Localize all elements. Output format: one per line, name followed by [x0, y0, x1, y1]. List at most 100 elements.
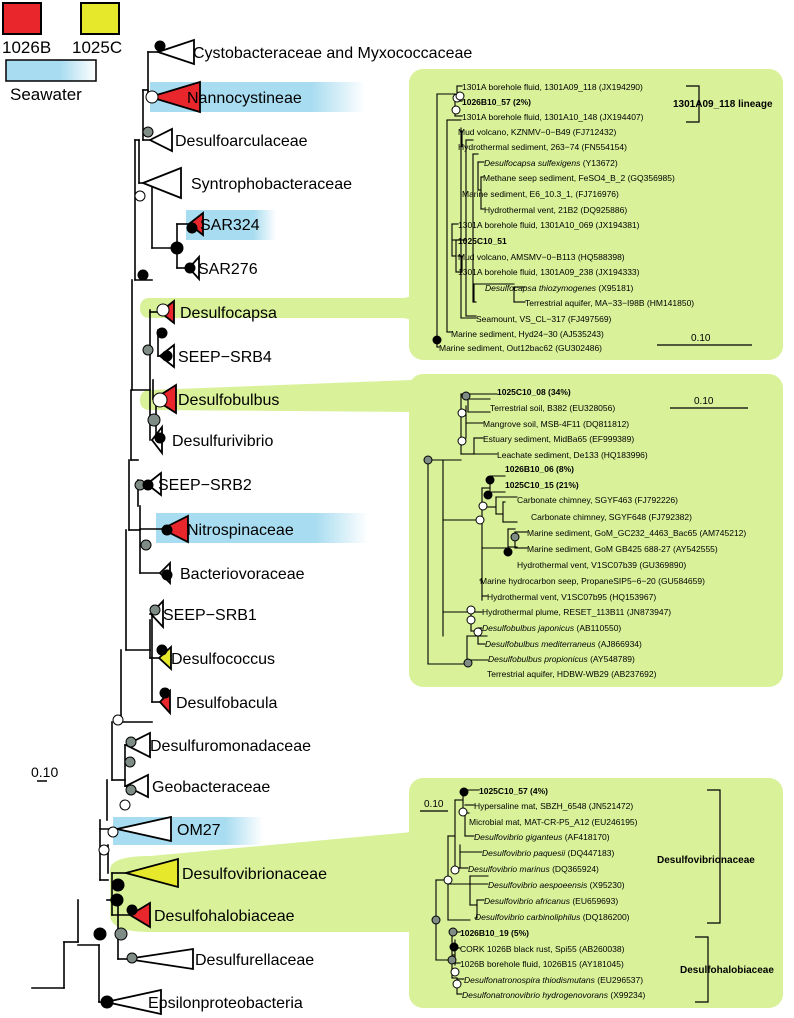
bootstrap-node: [142, 479, 154, 491]
bootstrap-node: [458, 807, 468, 817]
leaf-label: Desulfobulbus mediterraneus (AJ866934): [485, 639, 642, 649]
leaf-label: Desulfobulbus japonicus (AB110550): [482, 623, 621, 633]
leaf-label: Desulfonatronospira thiodismutans (EU296…: [464, 975, 643, 985]
leaf-label: Desulfonatronovibrio hydrogenovorans (X9…: [462, 990, 646, 1000]
clade-label: Cystobacteraceae and Myxococcaceae: [193, 45, 472, 62]
panel3-label-desulfovibrionaceae: Desulfovibrionaceae: [657, 855, 755, 866]
clade-label: SEEP−SRB4: [178, 349, 272, 366]
clade-wedge: [122, 857, 179, 889]
clade-label: Nannocystineae: [187, 90, 302, 107]
panel1-tree: [432, 85, 526, 348]
bootstrap-node: [451, 105, 461, 115]
clade-wedge: [123, 731, 151, 759]
bootstrap-node: [461, 391, 471, 401]
bootstrap-node: [161, 569, 173, 581]
bootstrap-node: [142, 344, 154, 356]
clade-label: Bacteriovoraceae: [180, 566, 305, 583]
legend-label-1026b: 1026B: [2, 38, 51, 57]
panel2-labels: 1025C10_08 (34%)Terrestrial soil, B382 (…: [480, 387, 746, 679]
bootstrap-node: [125, 736, 137, 748]
panel2-scale-label: 0.10: [694, 396, 714, 407]
bootstrap-node: [449, 942, 459, 952]
main-tree: [31, 38, 204, 1016]
bootstrap-node: [147, 413, 161, 427]
bootstrap-node: [463, 658, 473, 668]
bootstrap-node: [466, 615, 476, 625]
bootstrap-node: [107, 826, 119, 838]
panel3-tree: [431, 787, 489, 995]
bootstrap-node: [145, 90, 159, 104]
clade-wedge: [155, 38, 195, 66]
bootstrap-node: [140, 539, 152, 551]
leaf-label: Hydrothermal vent, V1SC07b95 (HQ153967): [487, 592, 656, 602]
panel3-scale-label: 0.10: [424, 799, 444, 810]
clade-wedge: [140, 166, 182, 200]
bootstrap-node: [126, 952, 138, 964]
panel-desulfocapsa: [409, 69, 783, 360]
clade-wedge: [145, 471, 162, 497]
bootstrap-node: [443, 875, 453, 885]
bootstrap-node: [156, 303, 170, 317]
leaf-label: Desulfovibrio paquesii (DQ447183): [482, 848, 614, 858]
bootstrap-node: [126, 904, 138, 916]
bootstrap-node: [124, 756, 136, 768]
leaf-label: 1301A borehole fluid, 1301A09_238 (JX194…: [458, 267, 640, 277]
bootstrap-node: [111, 878, 125, 892]
legend: 1026B 1025C Seawater: [2, 2, 122, 104]
bootstrap-node: [475, 515, 485, 525]
bootstrap-node: [142, 126, 154, 138]
bootstrap-node: [485, 475, 495, 485]
leaf-label: 1025C10_15 (21%): [505, 480, 579, 490]
panel3-bracket-desulfohalobiaceae: [695, 936, 709, 1003]
bootstrap-node: [186, 222, 198, 234]
bootstrap-node: [478, 501, 488, 511]
leaf-label: Mud volcano, KZNMV−0−B49 (FJ712432): [458, 127, 616, 137]
leaf-label: Marine sediment, Out12bac62 (GU302486): [439, 343, 602, 353]
bootstrap-node: [503, 547, 513, 557]
leaf-label: Seamount, VS_CL−317 (FJ497569): [476, 314, 612, 324]
bootstrap-node: [161, 350, 173, 362]
bootstrap-node: [100, 995, 114, 1009]
bootstrap-node: [110, 893, 124, 907]
bootstrap-node: [170, 241, 184, 255]
panel1-lineage-bracket: [686, 85, 700, 123]
leaf-label: 1026B10_57 (2%): [462, 97, 531, 107]
bootstrap-node: [156, 644, 168, 656]
panel1-lineage-label: 1301A09_118 lineage: [673, 99, 773, 110]
bootstrap-node: [457, 436, 467, 446]
leaf-label: Desulfocapsa sulfexigens (Y13672): [484, 158, 618, 168]
clade-wedge: [126, 947, 194, 971]
panel1-labels: 1301A borehole fluid, 1301A09_118 (JX194…: [439, 82, 694, 353]
bootstrap-node: [466, 605, 476, 615]
clade-label: SAR324: [200, 217, 260, 234]
clade-label: Desulfocapsa: [180, 305, 277, 322]
bootstrap-node: [152, 392, 168, 408]
clade-wedge: [123, 773, 149, 799]
clade-wedge: [116, 815, 172, 843]
leaf-label: Methane seep sediment, FeSO4_B_2 (GQ3569…: [483, 173, 675, 183]
main-scale-label: 0.10: [31, 764, 58, 780]
bootstrap-node: [184, 262, 196, 274]
leaf-label: Hydrothermal sediment, 263−74 (FN554154): [458, 142, 627, 152]
leaf-label: Marine sediment, Hyd24−30 (AJ535243): [451, 329, 604, 339]
bootstrap-node: [114, 927, 128, 941]
connector-desulfobulbus: [140, 380, 412, 412]
leaf-label: Marine sediment, GoM GB425 688-27 (AY542…: [527, 544, 718, 554]
clade-wedge: [147, 127, 173, 153]
bootstrap-node: [432, 335, 442, 345]
panel2-tree: [423, 391, 528, 668]
bootstrap-node: [447, 955, 457, 965]
panel3-label-desulfohalobiaceae: Desulfohalobiaceae: [680, 965, 774, 976]
leaf-label: 1025C10_57 (4%): [479, 786, 548, 796]
clade-label: Desulfurellaceae: [195, 952, 314, 969]
leaf-label: Carbonate chimney, SGYF648 (FJ792382): [531, 512, 692, 522]
clade-label: SEEP−SRB1: [163, 607, 257, 624]
legend-swatch-1025c: [80, 2, 120, 35]
leaf-label: Desulfovibrio africanus (EU659693): [484, 896, 618, 906]
connector-desulfocapsa: [140, 294, 412, 322]
leaf-label: Hydrothermal plume, RESET_113B11 (JN8739…: [482, 607, 671, 617]
leaf-label: 1026B10_19 (5%): [460, 928, 529, 938]
leaf-label: Marine hydrocarbon seep, PropaneSIP5−6−2…: [480, 576, 705, 586]
bootstrap-node: [161, 524, 173, 536]
leaf-label: Hypersaline mat, SBZH_6548 (JN521472): [474, 801, 633, 811]
